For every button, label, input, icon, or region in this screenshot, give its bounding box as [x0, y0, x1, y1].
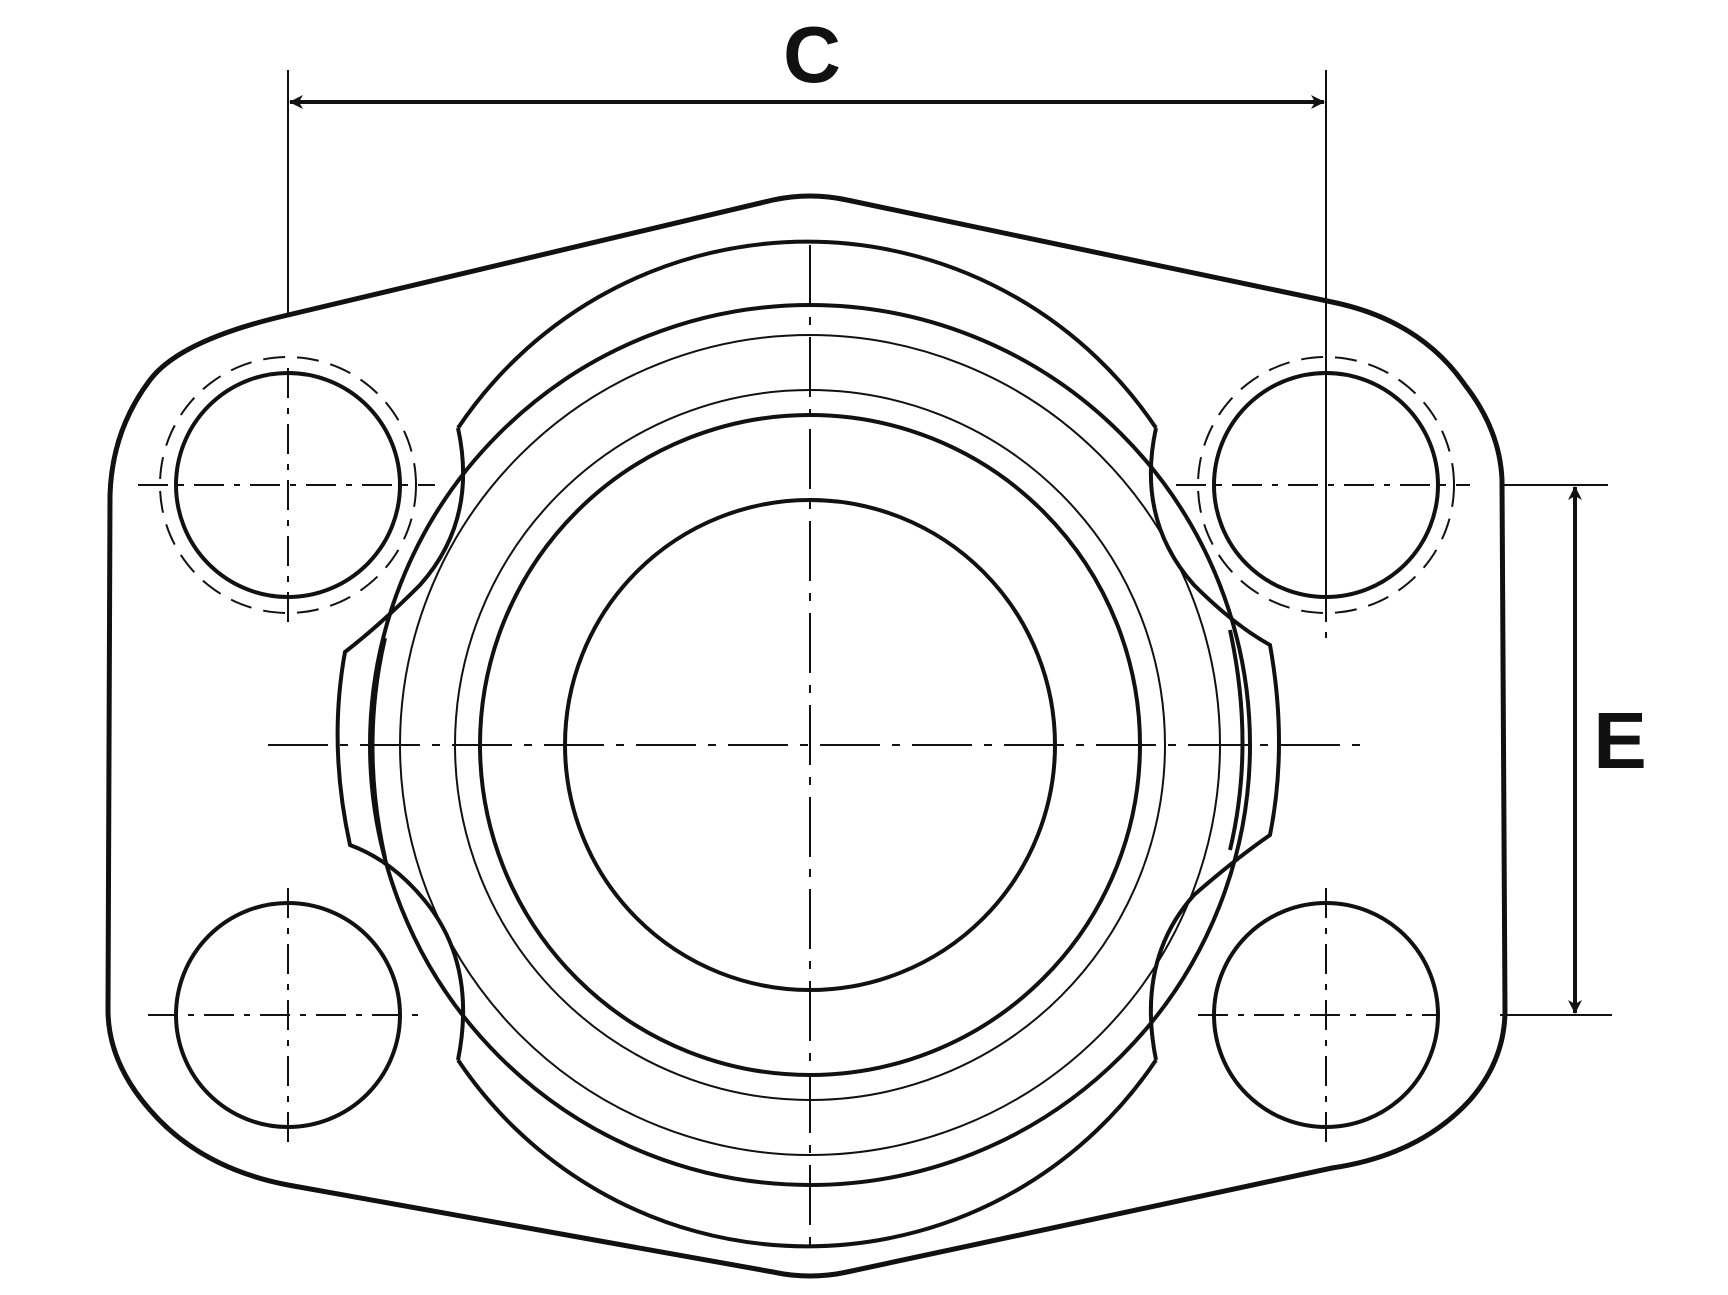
flange-outline — [105, 193, 1508, 1279]
thread-circle-top-right — [1197, 356, 1455, 614]
top-arc — [456, 239, 1158, 430]
center-body — [335, 239, 1281, 1249]
c-label: C — [783, 10, 841, 99]
bolt-holes — [159, 356, 1455, 1129]
dimension-e — [1500, 484, 1612, 1016]
centerlines — [268, 245, 1365, 1255]
thread-circle-top-left — [159, 356, 417, 614]
dimension-c — [287, 70, 1327, 605]
bottom-arc — [456, 1058, 1158, 1249]
e-label: E — [1593, 696, 1646, 785]
